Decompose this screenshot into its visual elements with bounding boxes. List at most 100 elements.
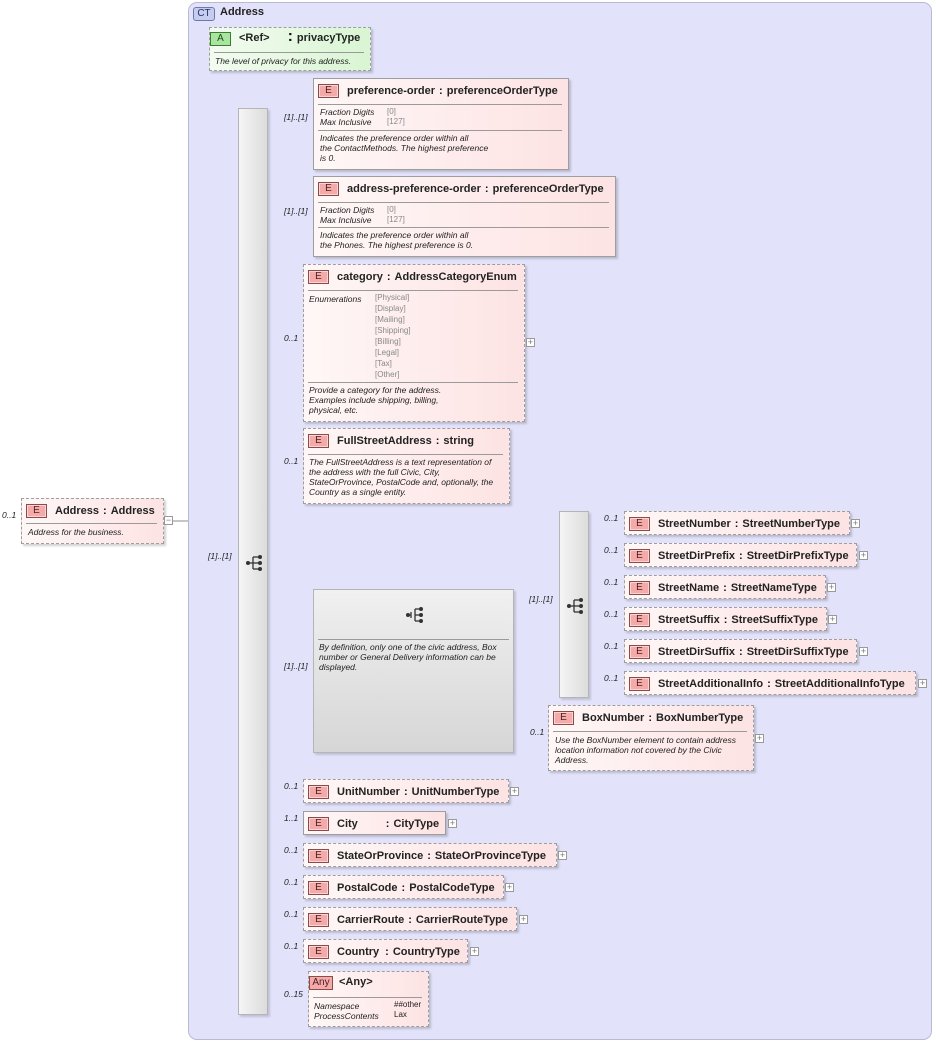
doc-line: the address with the full Civic, City,	[309, 467, 441, 477]
element-name: StreetSuffix	[658, 614, 720, 626]
element-badge: E	[318, 182, 339, 196]
expand-toggle[interactable]: +	[827, 582, 836, 592]
facet-label: Fraction Digits	[320, 107, 375, 117]
element-name: category	[337, 271, 383, 283]
choice-compositor[interactable]: By definition, only one of the civic add…	[313, 589, 514, 753]
any-wildcard[interactable]: Any<Any> Namespace ##other ProcessConten…	[308, 971, 429, 1027]
any-prop-value: Lax	[394, 1010, 407, 1019]
expand-toggle[interactable]: +	[828, 614, 837, 624]
element-type: CarrierRouteType	[415, 914, 509, 926]
complex-type-title: Address	[220, 6, 265, 18]
element-type: StreetNumberType	[742, 518, 841, 530]
element-name: BoxNumber	[582, 712, 645, 724]
doc-line: Use the BoxNumber element to contain add…	[555, 735, 736, 745]
element-badge: E	[629, 581, 650, 595]
element-name: StreetDirSuffix	[658, 646, 736, 658]
enum-value: [Other]	[375, 370, 400, 379]
element-badge: E	[308, 270, 329, 284]
cardinality: 0..1	[284, 781, 299, 791]
main-sequence-compositor[interactable]	[238, 108, 268, 1015]
cardinality: 0..1	[604, 673, 619, 683]
civic-sequence-compositor[interactable]	[559, 511, 589, 698]
doc-line: location information not covered by the …	[555, 745, 722, 755]
attribute-name: <Ref>	[239, 32, 270, 44]
attribute-ref-privacy[interactable]: A<Ref>:privacyType The level of privacy …	[209, 27, 371, 71]
element-type: preferenceOrderType	[446, 85, 558, 97]
element-type: StreetAdditionalInfoType	[774, 678, 905, 690]
enum-value: [Mailing]	[375, 315, 405, 324]
expand-toggle[interactable]: +	[755, 733, 764, 743]
element-type: StreetNameType	[730, 582, 817, 594]
doc-line: the ContactMethods. The highest preferen…	[320, 143, 489, 153]
element-name: StreetAdditionalInfo	[658, 678, 764, 690]
element-type: CountryType	[392, 946, 460, 958]
expand-toggle[interactable]: +	[505, 882, 514, 892]
attribute-type: privacyType	[296, 32, 361, 44]
enum-value: [Shipping]	[375, 326, 411, 335]
any-badge: Any	[309, 976, 333, 990]
expand-toggle[interactable]: +	[519, 914, 528, 924]
cardinality: 0..15	[284, 989, 303, 999]
doc-line: displayed.	[319, 662, 358, 672]
element-type: Address	[110, 505, 155, 517]
enum-value: [Physical]	[375, 293, 410, 302]
expand-toggle[interactable]: +	[510, 786, 519, 796]
expand-toggle[interactable]: +	[470, 946, 479, 956]
doc-line: The FullStreetAddress is a text represen…	[309, 457, 492, 467]
attribute-badge: A	[210, 32, 231, 46]
facet-label: Fraction Digits	[320, 205, 375, 215]
expand-toggle[interactable]: +	[526, 337, 535, 347]
doc-line: Address.	[555, 755, 589, 765]
element-type: string	[443, 435, 474, 447]
element-badge: E	[308, 913, 329, 927]
element-type: StreetDirSuffixType	[746, 646, 849, 658]
expand-toggle[interactable]: +	[851, 518, 860, 528]
collapse-toggle[interactable]: −	[164, 515, 173, 525]
doc-line: Indicates the preference order within al…	[320, 133, 469, 143]
cardinality: 1..1	[284, 813, 299, 823]
cardinality: 0..1	[604, 577, 619, 587]
doc-line: Examples include shipping, billing,	[309, 395, 439, 405]
expand-toggle[interactable]: +	[859, 646, 868, 656]
element-name: StateOrProvince	[337, 850, 424, 862]
element-name: StreetDirPrefix	[658, 550, 736, 562]
expand-toggle[interactable]: +	[918, 678, 927, 688]
facet-label: Max Inclusive	[320, 117, 372, 127]
doc-line: number or General Delivery information c…	[319, 652, 496, 662]
sequence-icon	[567, 598, 583, 614]
element-name: City	[337, 818, 358, 830]
element-badge: E	[629, 549, 650, 563]
root-cardinality: 0..1	[2, 510, 17, 520]
expand-toggle[interactable]: +	[558, 850, 567, 860]
cardinality: 0..1	[284, 333, 299, 343]
enumerations-label: Enumerations	[309, 294, 362, 304]
element-badge: E	[308, 945, 329, 959]
any-prop-value: ##other	[394, 1000, 422, 1009]
sequence-icon	[246, 555, 262, 571]
doc-line: Country as a single entity.	[309, 487, 407, 497]
expand-toggle[interactable]: +	[859, 550, 868, 560]
enum-value: [Display]	[375, 304, 406, 313]
expand-toggle[interactable]: +	[448, 818, 457, 828]
choice-cardinality: [1]..[1]	[284, 661, 308, 671]
doc-line: Indicates the preference order within al…	[320, 230, 469, 240]
doc-line: By definition, only one of the civic add…	[319, 642, 497, 652]
